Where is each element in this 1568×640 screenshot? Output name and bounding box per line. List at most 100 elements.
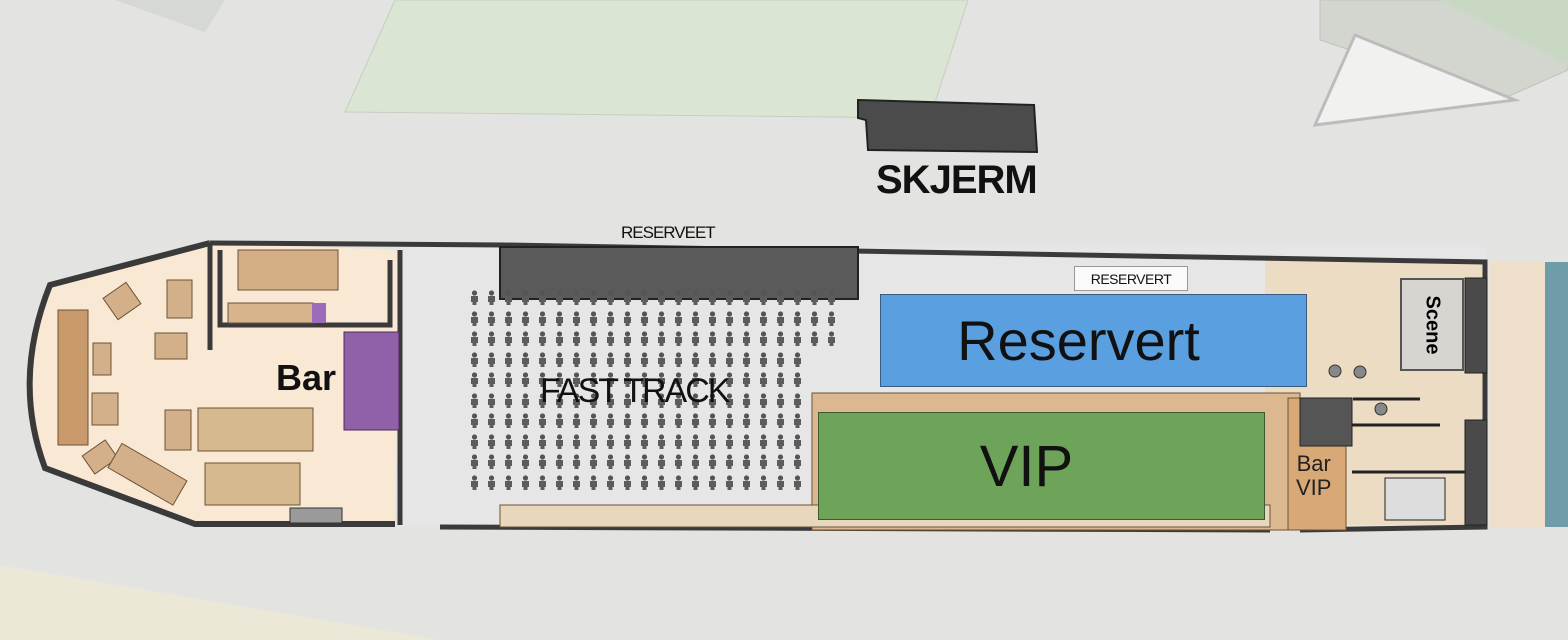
person-icon — [471, 474, 478, 490]
person-icon — [556, 413, 563, 428]
person-icon — [794, 474, 801, 490]
person-icon — [726, 474, 733, 490]
person-icon — [624, 392, 631, 408]
person-icon — [641, 413, 648, 428]
person-icon — [760, 372, 767, 387]
person-icon — [760, 351, 767, 367]
person-icon — [777, 474, 784, 490]
bar-counter — [343, 331, 400, 431]
person-icon — [692, 454, 699, 469]
person-icon — [675, 474, 682, 490]
person-icon — [624, 372, 631, 387]
person-icon — [658, 310, 665, 326]
person-icon — [794, 433, 801, 449]
speaker — [1328, 364, 1342, 378]
person-icon — [777, 413, 784, 428]
person-icon — [641, 474, 648, 490]
water-strip — [1545, 262, 1568, 527]
person-icon — [573, 351, 580, 367]
kitchen-shelves — [227, 302, 314, 324]
person-icon — [522, 413, 529, 428]
person-icon — [709, 351, 716, 367]
person-icon — [692, 290, 699, 305]
person-icon — [743, 433, 750, 449]
person-icon — [675, 310, 682, 326]
reserved-area[interactable]: Reservert — [880, 294, 1307, 387]
person-icon — [675, 392, 682, 408]
person-icon — [573, 310, 580, 326]
person-icon — [709, 372, 716, 387]
person-icon — [641, 290, 648, 305]
person-icon — [471, 310, 478, 326]
bar-vip-line2: VIP — [1296, 475, 1332, 500]
person-icon — [828, 290, 835, 305]
person-icon — [675, 290, 682, 305]
person-icon — [692, 331, 699, 346]
person-icon — [624, 351, 631, 367]
speaker — [1353, 365, 1367, 379]
person-icon — [658, 290, 665, 305]
person-icon — [692, 413, 699, 428]
screen-label: SKJERM — [876, 158, 1038, 202]
person-icon — [641, 433, 648, 449]
person-icon — [522, 474, 529, 490]
person-icon — [811, 290, 818, 305]
person-icon — [760, 290, 767, 305]
person-icon — [709, 290, 716, 305]
bar-vip-dark-box — [1299, 397, 1353, 447]
person-icon — [471, 290, 478, 305]
speaker — [1374, 402, 1388, 416]
person-icon — [539, 310, 546, 326]
person-icon — [607, 433, 614, 449]
stage-equipment — [1352, 277, 1488, 526]
person-icon — [539, 290, 546, 305]
person-icon — [471, 392, 478, 408]
person-icon — [539, 413, 546, 428]
person-icon — [658, 433, 665, 449]
person-icon — [556, 351, 563, 367]
person-icon — [556, 310, 563, 326]
person-icon — [607, 392, 614, 408]
person-icon — [573, 454, 580, 469]
person-icon — [811, 310, 818, 326]
stage[interactable]: Scene — [1400, 278, 1464, 371]
person-icon — [539, 372, 546, 387]
kitchen-purple — [312, 303, 326, 323]
person-icon — [675, 433, 682, 449]
person-icon — [692, 310, 699, 326]
person-icon — [658, 474, 665, 490]
person-icon — [777, 351, 784, 367]
person-icon — [743, 454, 750, 469]
person-icon — [556, 331, 563, 346]
person-icon — [522, 310, 529, 326]
person-icon — [743, 372, 750, 387]
person-icon — [471, 454, 478, 469]
person-icon — [590, 310, 597, 326]
person-icon — [488, 310, 495, 326]
green-field — [344, 0, 969, 119]
person-icon — [573, 290, 580, 305]
person-icon — [488, 331, 495, 346]
person-icon — [624, 290, 631, 305]
person-icon — [709, 392, 716, 408]
person-icon — [658, 454, 665, 469]
person-icon — [505, 290, 512, 305]
person-icon — [641, 392, 648, 408]
vip-area[interactable]: VIP — [818, 412, 1265, 520]
person-icon — [573, 433, 580, 449]
person-icon — [607, 310, 614, 326]
person-icon — [488, 372, 495, 387]
person-icon — [675, 372, 682, 387]
person-icon — [726, 433, 733, 449]
bar-vip-label: Bar VIP — [1296, 452, 1331, 500]
person-icon — [794, 372, 801, 387]
person-icon — [607, 290, 614, 305]
person-icon — [777, 392, 784, 408]
person-icon — [607, 454, 614, 469]
person-icon — [590, 454, 597, 469]
person-icon — [777, 290, 784, 305]
person-icon — [811, 331, 818, 346]
person-icon — [488, 413, 495, 428]
person-icon — [709, 413, 716, 428]
person-icon — [658, 392, 665, 408]
